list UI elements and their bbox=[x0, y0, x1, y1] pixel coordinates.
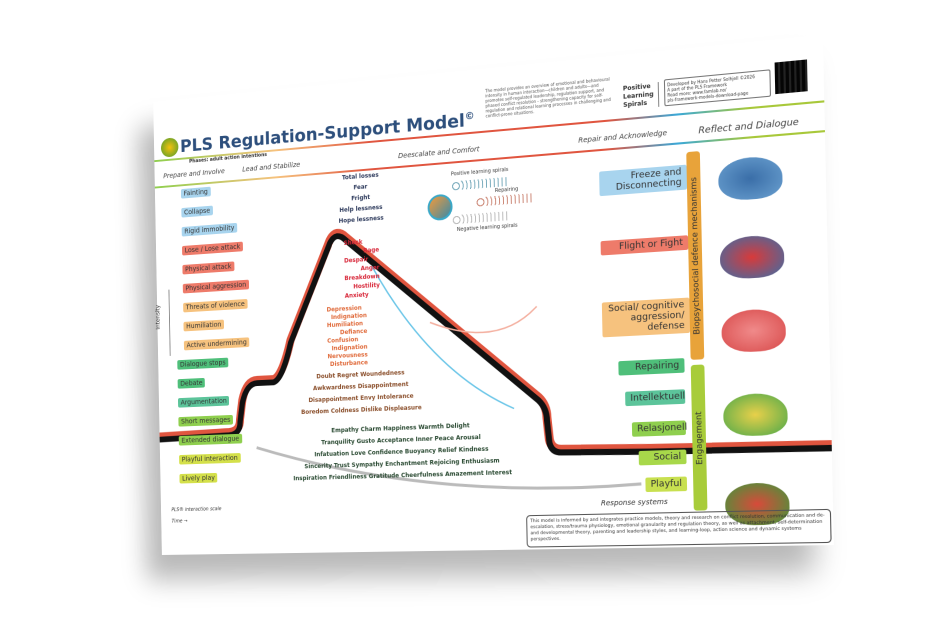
repairing-spirals-label: Repairing bbox=[495, 186, 518, 194]
intensity-label: Intensity bbox=[155, 305, 162, 330]
engagement-item: Relasjonell bbox=[632, 420, 686, 436]
poster: PLS Regulation-Support Model© The model … bbox=[153, 34, 834, 554]
engagement-item: Playful bbox=[645, 477, 687, 493]
negative-spiral-icon bbox=[452, 211, 510, 224]
engagement-item: Social bbox=[639, 449, 687, 465]
learning-spirals: Positive learning spirals Repairing Nega… bbox=[427, 163, 555, 233]
repairing-spiral-icon bbox=[476, 193, 535, 207]
scale-level: Playful interaction bbox=[179, 453, 240, 465]
flight-fight-emotions: ShockRageDespairAngerBreakdownHostilityA… bbox=[344, 237, 380, 301]
scale-level: Debate bbox=[178, 378, 206, 389]
engagement-axis-label: Engagement bbox=[694, 406, 705, 469]
brain-engagement-icon bbox=[723, 392, 788, 436]
footer-note: This model is informed by and integrates… bbox=[526, 509, 832, 548]
positive-emotions: Empathy Charm Happiness Warmth DelightTr… bbox=[292, 419, 512, 485]
spiral-logo-icon bbox=[427, 193, 452, 221]
engagement-item: Repairing bbox=[618, 358, 684, 375]
engagement-item: Intellektuell bbox=[625, 389, 685, 406]
freeze-emotions: Total lossesFearFrightHelp lessnessHope … bbox=[338, 169, 384, 226]
discomfort-emotions: Doubt Regret WoundednessAwkwardness Disa… bbox=[300, 367, 422, 419]
time-label: Time → bbox=[172, 518, 188, 524]
response-systems-label: Response systems bbox=[601, 498, 668, 508]
aggression-emotions: DepressionIndignationHumiliationDefiance… bbox=[327, 304, 368, 369]
intensity-axis-line bbox=[169, 290, 170, 356]
defence-social-aggression: Social/ cognitive aggression/ defense bbox=[602, 298, 690, 338]
scale-level: Lively play bbox=[179, 473, 217, 484]
scale-label: PLS® interaction scale bbox=[171, 506, 221, 513]
